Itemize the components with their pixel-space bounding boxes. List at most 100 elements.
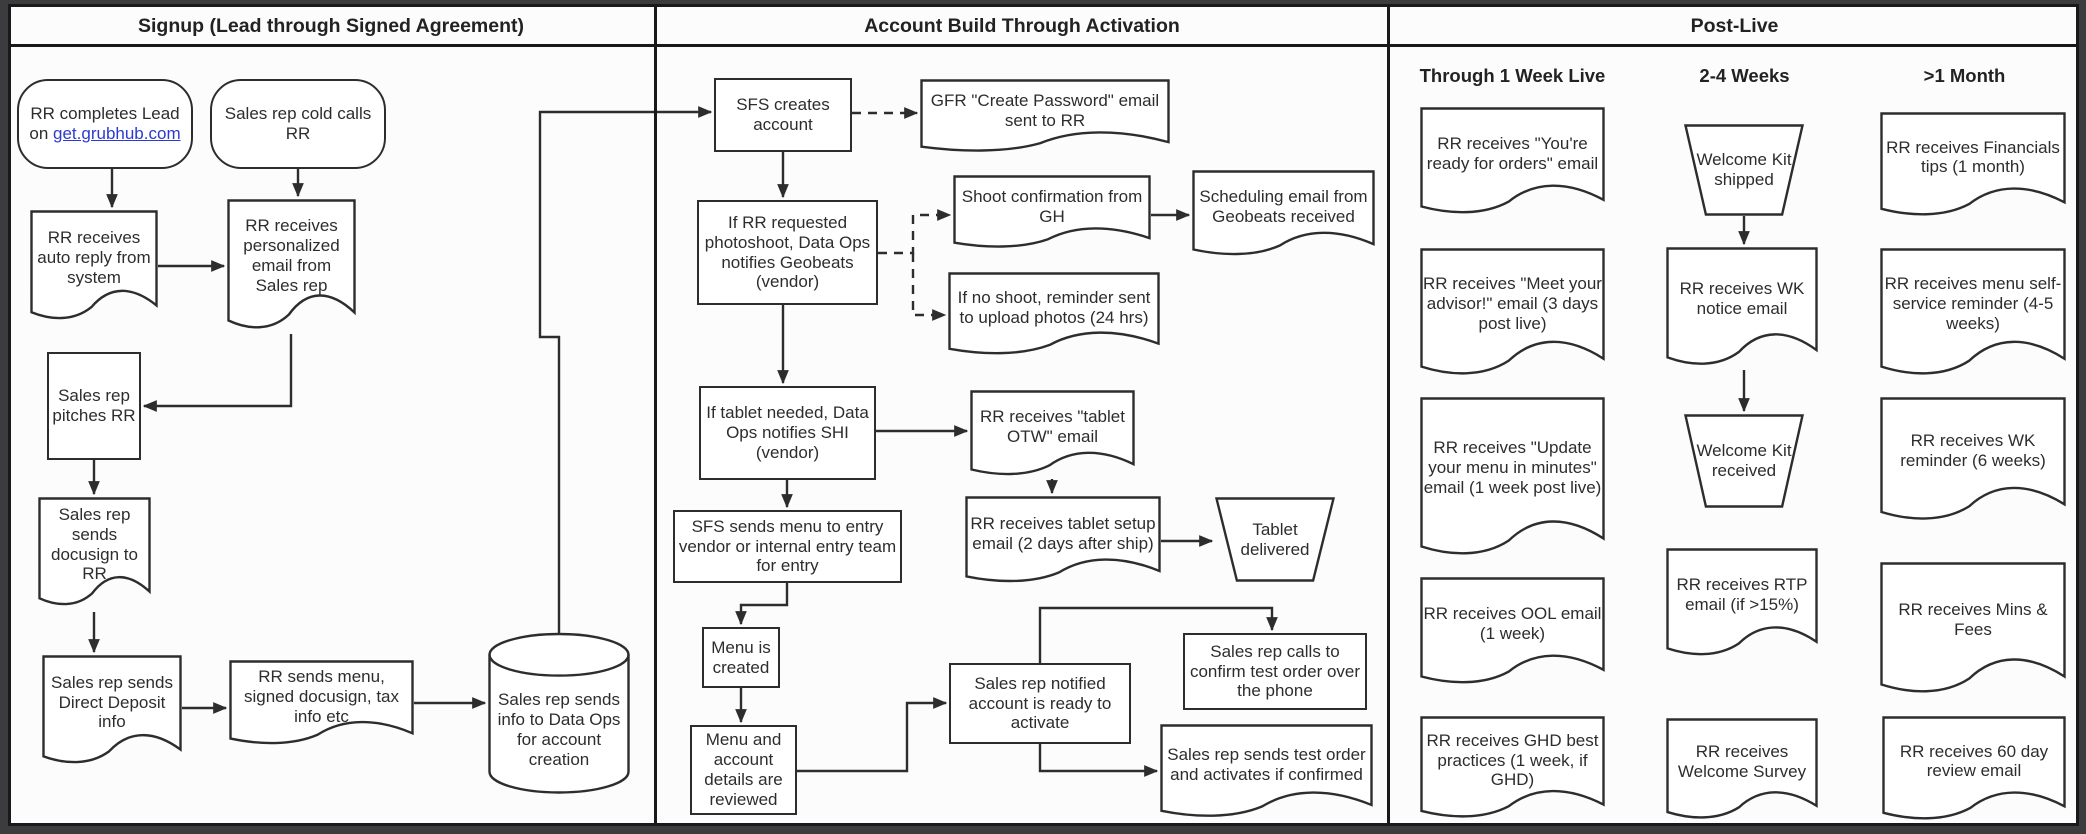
connector-data-ops-db-to-sfs-account (538, 106, 713, 633)
node-label: Sales rep calls to confirm test order ov… (1189, 641, 1361, 701)
node-label: If tablet needed, Data Ops notifies SHI … (706, 403, 869, 462)
node-tablet-otw-email: RR receives "tablet OTW" email (970, 390, 1135, 479)
doc-shape (1420, 397, 1605, 555)
doc-shape (948, 272, 1160, 355)
node-lead-form: RR completes Lead on get.grubhub.com (17, 79, 193, 169)
node-docusign: Sales rep sends docusign to RR (38, 497, 151, 610)
connector-rep-notified-to-test-order-activate (1038, 744, 1159, 777)
node-welcome-survey: RR receives Welcome Survey (1666, 718, 1818, 823)
node-personalized-email: RR receives personalized email from Sale… (227, 199, 356, 334)
node-label: Scheduling email from Geobeats received (1199, 187, 1368, 227)
doc-shape (1666, 718, 1818, 819)
doc-shape (1420, 577, 1605, 684)
node-label: Shoot confirmation from GH (961, 186, 1143, 226)
node-label: SFS sends menu to entry vendor or intern… (678, 516, 897, 576)
node-label: RR receives "Update your menu in minutes… (1423, 438, 1602, 497)
node-label: RR completes Lead on get.grubhub.com (29, 104, 181, 143)
node-label: RR receives "You're ready for orders" em… (1426, 133, 1599, 173)
rect-shape (697, 200, 878, 305)
node-label: RR receives Welcome Survey (1677, 742, 1807, 782)
rect-shape (699, 386, 876, 480)
doc-shape (970, 390, 1135, 476)
node-label: If no shoot, reminder sent to upload pho… (957, 288, 1151, 328)
node-scheduling-email: Scheduling email from Geobeats received (1192, 170, 1375, 259)
connector-personalized-email-to-pitch (142, 334, 293, 412)
node-shoot-confirmation: Shoot confirmation from GH (953, 175, 1151, 251)
node-label: GFR "Create Password" email sent to RR (930, 90, 1160, 130)
node-label: Sales rep pitches RR (52, 386, 136, 425)
node-tablet-setup-email: RR receives tablet setup email (2 days a… (965, 496, 1161, 586)
column-header-2-4-weeks: 2-4 Weeks (1699, 65, 1790, 86)
section-title-post-live: Post-Live (1690, 14, 1779, 37)
node-direct-deposit: Sales rep sends Direct Deposit info (42, 655, 182, 768)
node-label: SFS creates account (736, 95, 830, 134)
doc-shape (1880, 562, 2066, 693)
node-label: Sales rep sends docusign to RR (51, 504, 138, 584)
node-welcome-kit-received: Welcome Kit received (1684, 414, 1804, 508)
node-label: RR receives menu self-service reminder (… (1884, 273, 2062, 333)
node-day60-review: RR receives 60 day review email (1882, 716, 2066, 824)
node-label: Sales rep sends Direct Deposit info (51, 672, 173, 732)
node-test-order-activate: Sales rep sends test order and activates… (1160, 724, 1373, 821)
doc-shape (1420, 716, 1605, 818)
doc-shape (1160, 724, 1373, 817)
doc-shape (1880, 112, 2066, 216)
node-ready-orders-email: RR receives "You're ready for orders" em… (1420, 107, 1605, 218)
node-wk-notice-email: RR receives WK notice email (1666, 247, 1818, 370)
node-pitch: Sales rep pitches RR (47, 352, 141, 460)
node-label: RR receives GHD best practices (1 week, … (1426, 730, 1599, 790)
node-gfr-password-email: GFR "Create Password" email sent to RR (920, 79, 1170, 155)
node-auto-reply: RR receives auto reply from system (30, 210, 158, 324)
grubhub-link[interactable]: get.grubhub.com (53, 124, 181, 143)
node-menu-created: Menu is created (702, 627, 780, 688)
node-no-shoot-reminder: If no shoot, reminder sent to upload pho… (948, 272, 1160, 358)
trap-shape (1214, 497, 1336, 582)
doc-shape (229, 660, 414, 745)
node-label: Sales rep sends info to Data Ops for acc… (497, 689, 621, 769)
node-data-ops-db: Sales rep sends info to Data Ops for acc… (488, 632, 630, 794)
rect-shape (1183, 633, 1367, 710)
rect-shape (949, 663, 1131, 744)
rect-shape (690, 725, 797, 815)
node-menu-reviewed: Menu and account details are reviewed (690, 725, 797, 815)
doc-shape (953, 175, 1151, 248)
connector-rep-notified-to-rep-calls-confirm (1038, 606, 1278, 663)
connector-photoshoot-geobeats-to-no-shoot-reminder (911, 253, 947, 321)
node-mins-fees: RR receives Mins & Fees (1880, 562, 2066, 698)
column-header-week1: Through 1 Week Live (1419, 65, 1606, 86)
node-label: RR receives Mins & Fees (1898, 599, 2048, 639)
rect-shape (673, 510, 902, 583)
node-wk-reminder: RR receives WK reminder (6 weeks) (1880, 397, 2066, 525)
node-label: If RR requested photoshoot, Data Ops not… (704, 212, 871, 292)
node-meet-advisor-email: RR receives "Meet your advisor!" email (… (1420, 248, 1605, 380)
node-ool-email: RR receives OOL email (1 week) (1420, 577, 1605, 688)
section-divider-1 (654, 4, 657, 826)
node-rtp-email: RR receives RTP email (if >15%) (1666, 548, 1818, 660)
node-label: RR receives tablet setup email (2 days a… (970, 513, 1156, 553)
node-label: RR receives RTP email (if >15%) (1676, 575, 1808, 615)
doc-shape (965, 496, 1161, 583)
node-label: RR receives "tablet OTW" email (980, 407, 1125, 447)
doc-shape (42, 655, 182, 764)
doc-shape (1880, 397, 2066, 520)
node-photoshoot-geobeats: If RR requested photoshoot, Data Ops not… (697, 200, 878, 305)
doc-shape (1666, 548, 1818, 656)
node-label: RR receives Financials tips (1 month) (1886, 137, 2060, 177)
connector-photoshoot-geobeats-to-shoot-confirmation (878, 209, 952, 255)
node-label: Welcome Kit shipped (1696, 150, 1792, 189)
cylinder-shape (488, 632, 630, 794)
stadium-shape (210, 79, 386, 169)
node-welcome-kit-shipped: Welcome Kit shipped (1683, 124, 1805, 216)
node-tablet-delivered: Tablet delivered (1214, 497, 1336, 582)
header-band-line (8, 44, 2079, 47)
node-label: RR receives 60 day review email (1899, 741, 2049, 781)
connector-sfs-menu-entry-to-menu-created (735, 583, 789, 626)
trap-shape (1684, 414, 1804, 508)
section-divider-2 (1387, 4, 1390, 826)
node-label: RR sends menu, signed docusign, tax info… (244, 667, 399, 726)
doc-shape (1882, 716, 2066, 820)
doc-shape (227, 199, 356, 329)
trap-shape (1683, 124, 1805, 216)
